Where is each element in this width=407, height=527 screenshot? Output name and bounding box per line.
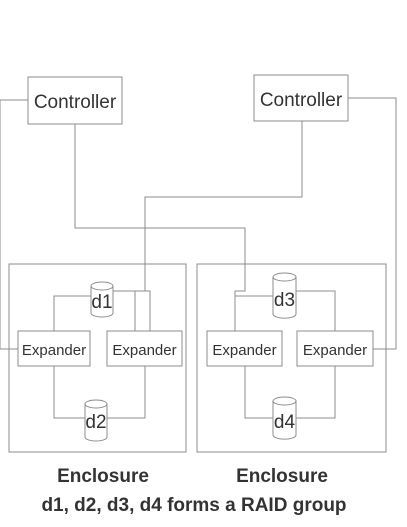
- link-e1-left-top: [53, 295, 92, 332]
- expander-e1-right-box: [106, 330, 183, 367]
- expander-e1-left-box: [17, 330, 91, 367]
- enclosure-2-frame: [196, 263, 387, 453]
- raid-group-caption: d1, d2, d3, d4 forms a RAID group: [41, 495, 346, 516]
- expander-e2-left-box: [206, 330, 283, 367]
- disk-d4-icon: [272, 396, 297, 440]
- link-e1-left-bottom: [53, 366, 85, 419]
- enclosure-2-caption: Enclosure: [236, 466, 328, 487]
- link-controller2-enclosure1: [134, 121, 303, 332]
- link-e2-right-bottom: [296, 366, 336, 419]
- controller-1-box: [27, 76, 123, 125]
- expander-e1-right-label: Expander: [112, 342, 176, 359]
- link-e1-right-bottom: [107, 366, 146, 419]
- disk-d2-icon: [84, 399, 108, 442]
- link-controller1-left: [0, 99, 28, 350]
- link-e2-right-top: [296, 290, 336, 332]
- disk-d3-label: d3: [274, 290, 295, 311]
- enclosure-1-caption: Enclosure: [57, 466, 149, 487]
- disk-d1-icon: [90, 281, 114, 318]
- disk-d2-label: d2: [85, 412, 106, 433]
- controller-1-label: Controller: [34, 92, 117, 113]
- expander-e1-left-label: Expander: [22, 342, 86, 359]
- disk-d4-label: d4: [274, 412, 296, 433]
- controller-2-label: Controller: [260, 90, 343, 111]
- disk-d1-label: d1: [91, 292, 112, 313]
- enclosure-1-frame: [8, 263, 187, 453]
- link-e2-left-bottom: [244, 366, 273, 419]
- link-e2-left-top: [234, 295, 273, 332]
- controller-2-box: [253, 74, 349, 122]
- expander-e2-right-box: [296, 330, 374, 367]
- expander-e2-left-label: Expander: [212, 342, 276, 359]
- disk-d3-icon: [272, 272, 297, 319]
- link-controller2-right: [348, 97, 397, 350]
- link-e1-right-top: [112, 290, 151, 332]
- expander-e2-right-label: Expander: [303, 342, 367, 359]
